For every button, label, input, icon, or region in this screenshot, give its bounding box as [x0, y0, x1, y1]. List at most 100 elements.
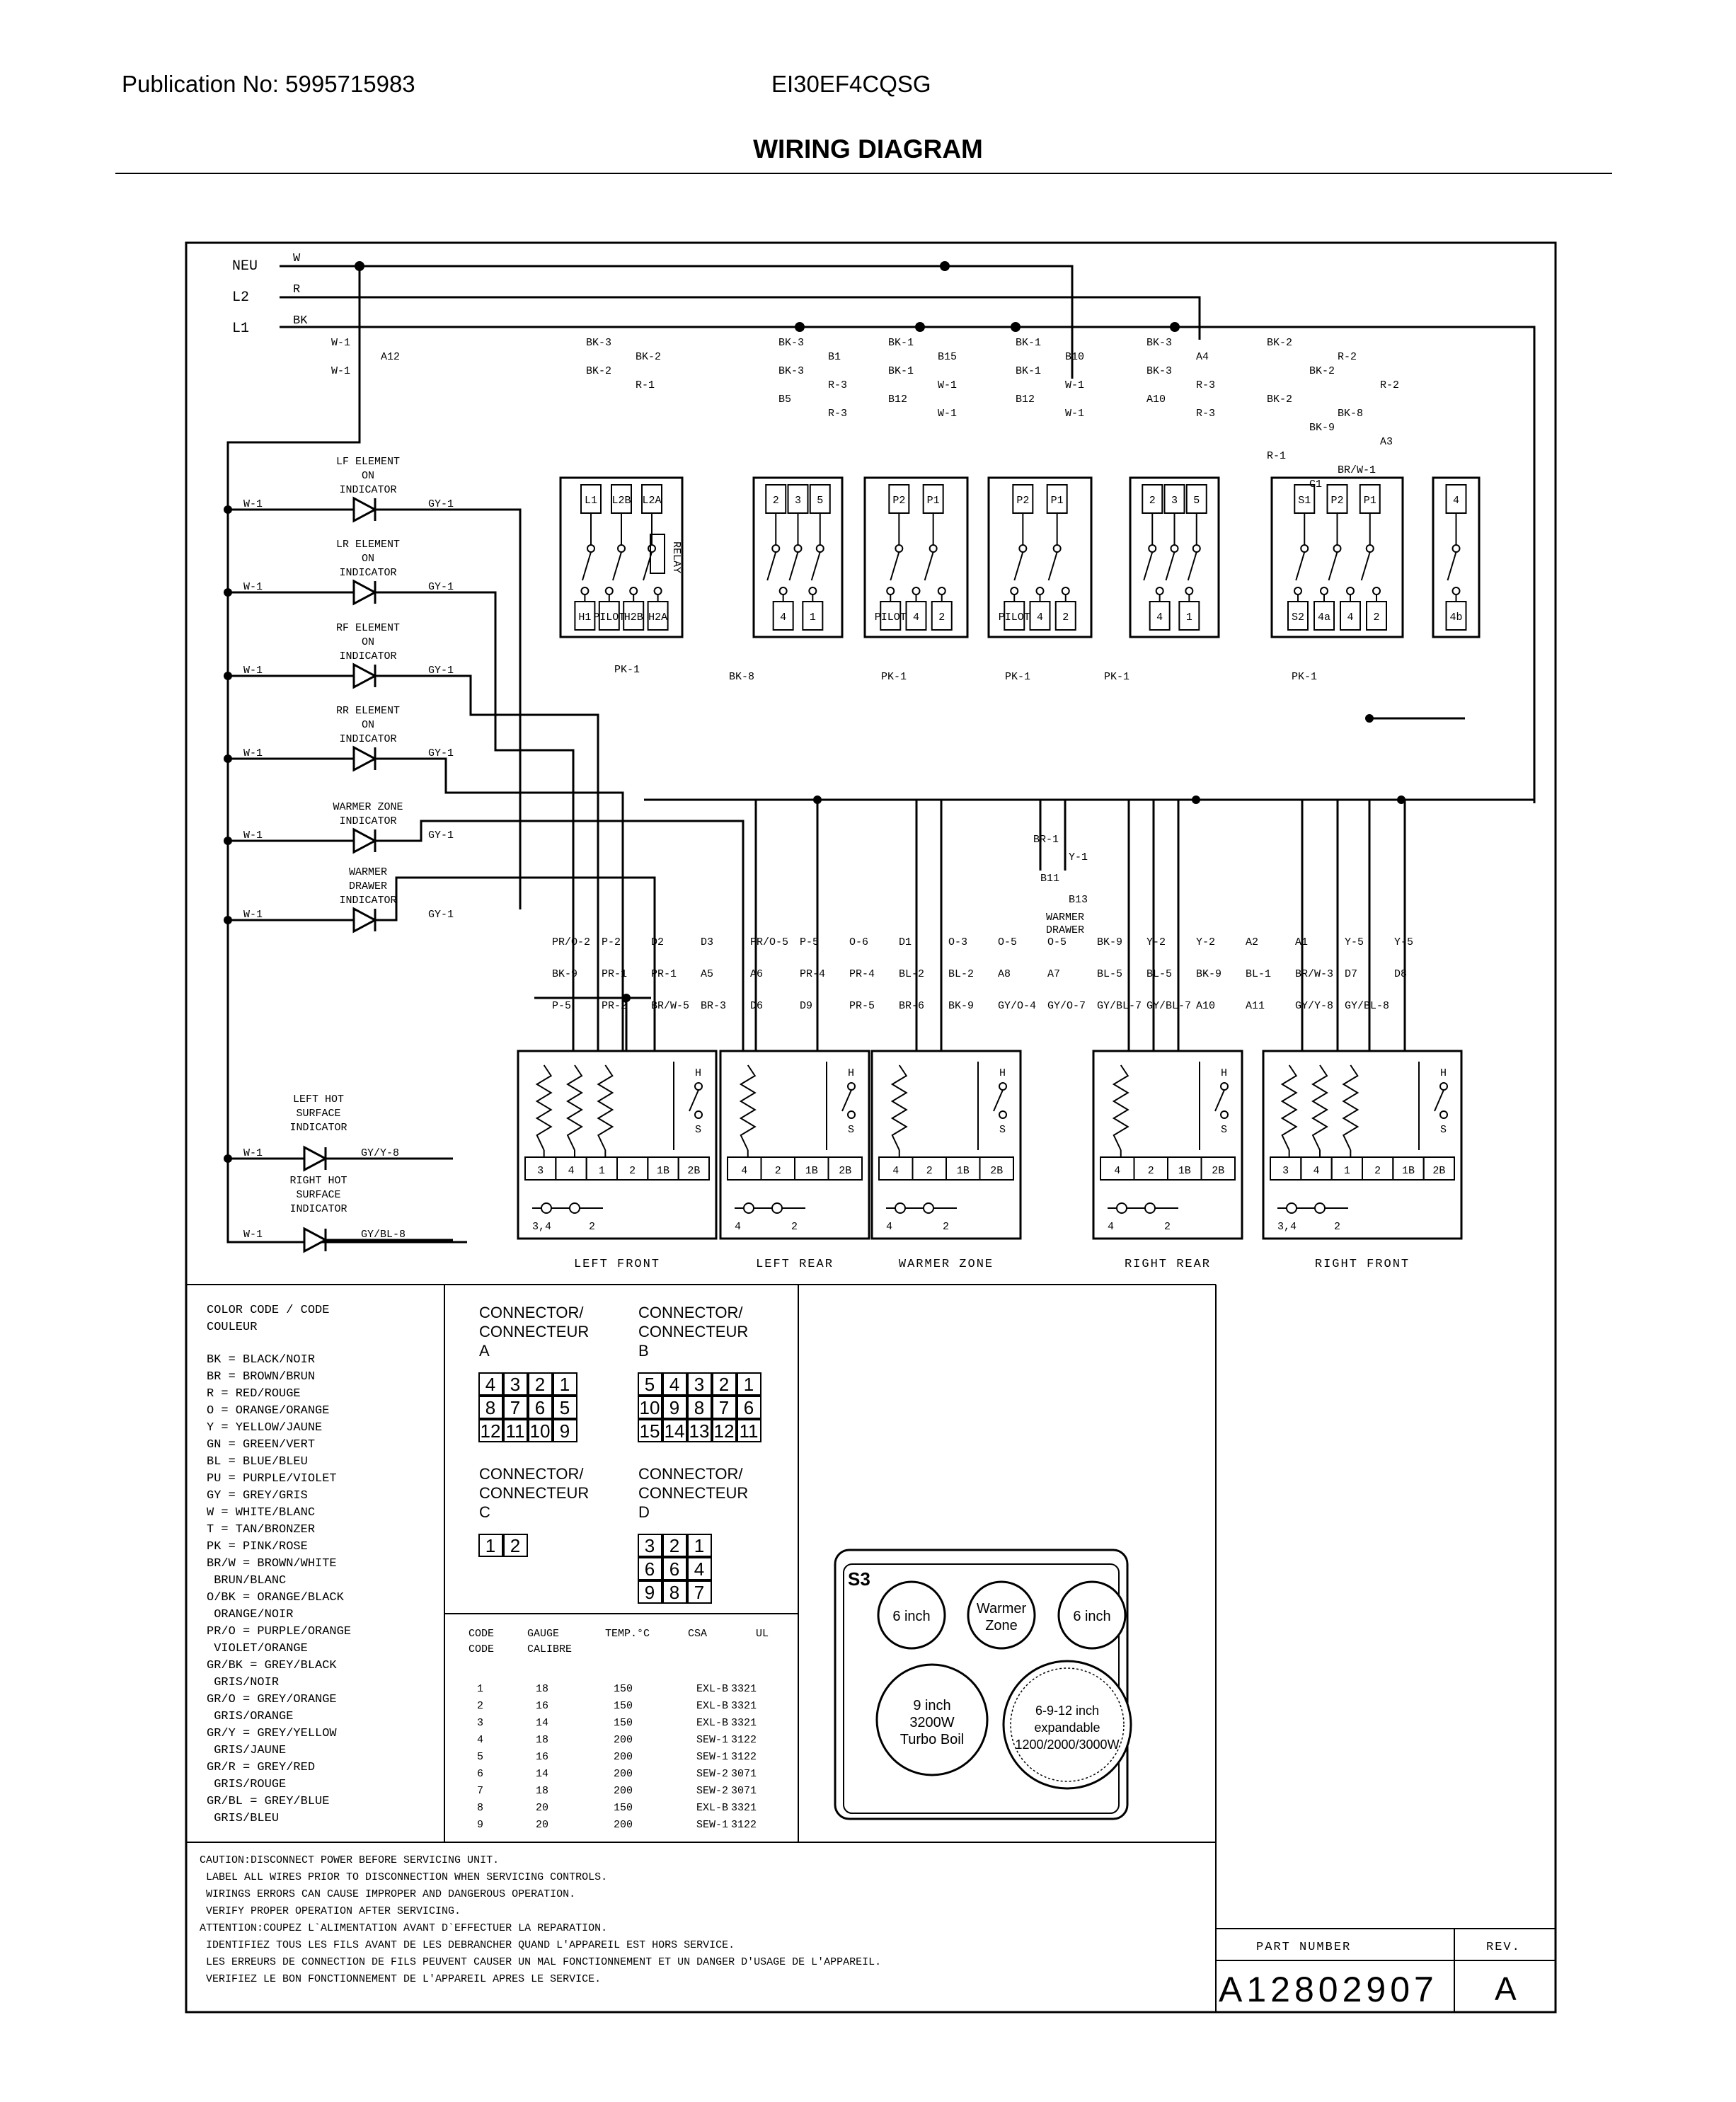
wire-label: D1	[899, 936, 912, 948]
wire-label: R	[293, 283, 300, 297]
terminal-label: L2B	[611, 495, 631, 507]
wire-label: BR-3	[701, 1000, 726, 1012]
wire-label: O-3	[948, 936, 967, 948]
wire-label: BK-2	[1267, 337, 1292, 349]
terminal-label: 4	[1108, 1221, 1114, 1233]
connector-pin: 15	[640, 1420, 660, 1442]
wire-label: B13	[1069, 894, 1088, 906]
title-rule	[115, 173, 1612, 174]
terminal-label: H2A	[648, 611, 667, 624]
wire-label: Y-5	[1345, 936, 1364, 948]
table-cell: SEW-2	[696, 1785, 728, 1797]
wire-label: Y-2	[1196, 936, 1215, 948]
limiter-label: S	[848, 1124, 854, 1136]
line-label-l2: L2	[232, 289, 249, 306]
table-cell: 16	[536, 1700, 548, 1712]
wire-label: BL-2	[899, 968, 924, 980]
wire-label: B15	[938, 351, 957, 363]
terminal-label: 2	[943, 1221, 949, 1233]
wire-label: PR-4	[800, 968, 825, 980]
table-cell: 150	[614, 1717, 633, 1729]
terminal-label: PILOT	[875, 611, 907, 624]
wire-label: A3	[1380, 436, 1393, 448]
wire-label: BK-9	[552, 968, 577, 980]
wire-label: GY-1	[428, 581, 454, 593]
wire-label: BK-1	[888, 365, 914, 377]
wire-label: A12	[381, 351, 400, 363]
wire-label: C1	[1309, 478, 1322, 490]
wire-label: B10	[1065, 351, 1084, 363]
wire-label: GY-1	[428, 498, 454, 510]
connector-pin: 7	[719, 1397, 729, 1418]
terminal-label: 2B	[687, 1165, 700, 1177]
wire-label: BR/W-1	[1338, 464, 1376, 476]
table-cell: 2	[477, 1700, 483, 1712]
table-cell: 14	[536, 1768, 548, 1780]
wire-label: R-3	[828, 379, 847, 391]
wire-label: R-3	[1196, 408, 1215, 420]
limiter-label: S	[695, 1124, 701, 1136]
connector-pin: 4	[694, 1558, 704, 1580]
table-cell: 7	[477, 1785, 483, 1797]
wire-label: R-1	[1267, 450, 1286, 462]
wire-label: D6	[750, 1000, 763, 1012]
wire-label: B12	[888, 394, 907, 406]
wire-label: BK-1	[1016, 365, 1041, 377]
wire-label: PK-1	[1104, 671, 1129, 683]
cooktop-label: S3	[848, 1568, 870, 1590]
connector-pin: 9	[645, 1582, 655, 1603]
table-cell: 200	[614, 1785, 633, 1797]
terminal-label: 4	[886, 1221, 892, 1233]
wire-label: BL-5	[1097, 968, 1122, 980]
table-cell: SEW-1	[696, 1819, 728, 1831]
wire-label: W-1	[243, 581, 263, 593]
table-cell: 3321	[731, 1700, 757, 1712]
table-cell: 3122	[731, 1734, 757, 1746]
wire-label: PR-1	[602, 968, 627, 980]
terminal-label: H2B	[624, 611, 643, 624]
table-cell: 18	[536, 1785, 548, 1797]
diode-icon	[303, 1227, 328, 1253]
terminal-label: 5	[1193, 495, 1200, 507]
terminal-label: 1B	[1178, 1165, 1191, 1177]
wire-label: BK-2	[1267, 394, 1292, 406]
wire-label: D9	[800, 1000, 812, 1012]
wire-label: PK-1	[881, 671, 907, 683]
table-cell: 3321	[731, 1802, 757, 1814]
terminal-label: 1B	[957, 1165, 970, 1177]
caution-notes: CAUTION:DISCONNECT POWER BEFORE SERVICIN…	[200, 1854, 881, 1985]
terminal-label: P2	[892, 495, 905, 507]
connector-pin: 14	[665, 1420, 685, 1442]
connector-pin: 3	[510, 1374, 520, 1395]
wire-label: B5	[778, 394, 791, 406]
wire-label: BR-1	[1033, 834, 1059, 846]
terminal-label: 3,4	[1277, 1221, 1297, 1233]
terminal-label: 4	[1156, 611, 1163, 624]
wire-label: W	[293, 252, 301, 265]
wire-label: R-1	[636, 379, 655, 391]
wire-label: PR-2	[602, 1000, 627, 1012]
diode-icon	[352, 662, 378, 689]
wire-label: BK-8	[1338, 408, 1363, 420]
supply-lines: NEU L2 L1 W R BK	[232, 252, 1536, 803]
wire-label: O-5	[1047, 936, 1067, 948]
connector-pin: 10	[530, 1420, 551, 1442]
